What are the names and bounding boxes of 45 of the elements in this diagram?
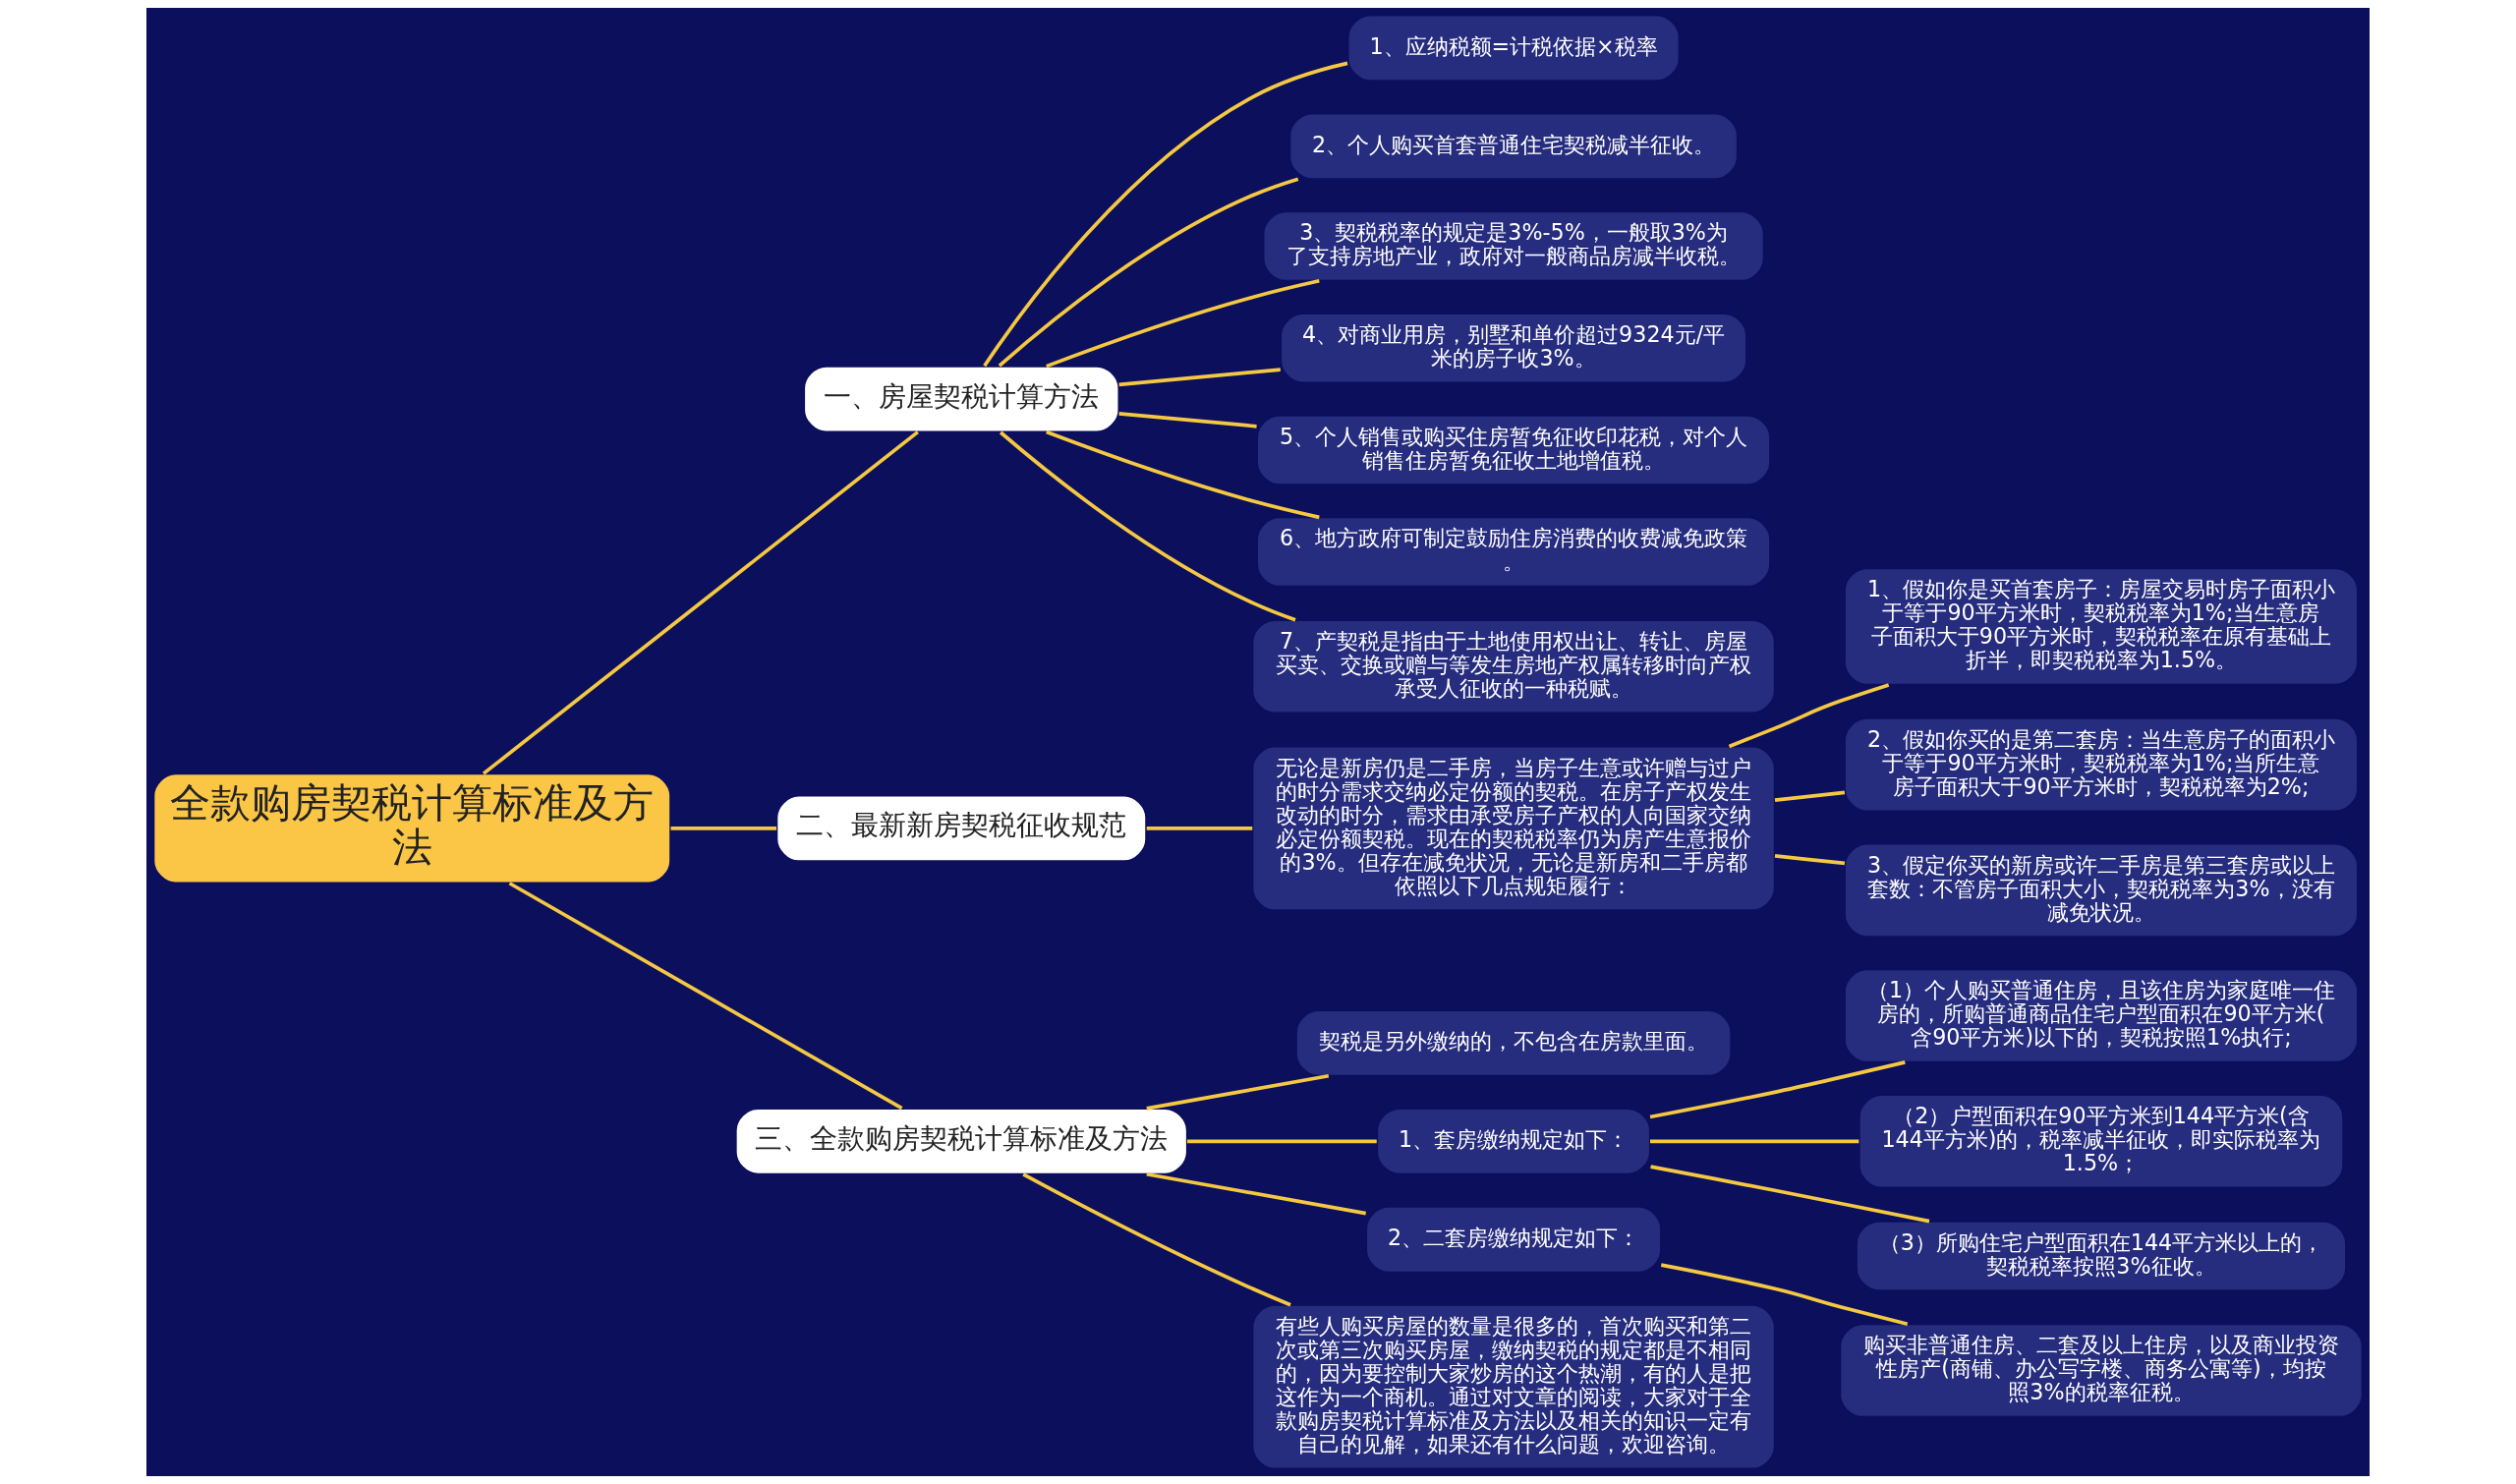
- node-box: 二、最新新房契税征收规范: [775, 794, 1148, 863]
- connector: [508, 882, 903, 1111]
- connector: [670, 827, 776, 830]
- connector: [1660, 1263, 1909, 1327]
- node-box: 6、地方政府可制定鼓励住房消费的收费减免政策。: [1256, 516, 1771, 588]
- node-box: （3）所购住宅户型面积在144平方米以上的，契税税率按照3%征收。: [1856, 1220, 2347, 1292]
- node-box: 1、套房缴纳规定如下：: [1376, 1108, 1651, 1175]
- node-box: 2、假如你买的是第二套房：当生意房子的面积小于等于90平方米时，契税税率为1%;当所生意房子面积大于90平方米时，契税税率为2%;: [1844, 717, 2359, 813]
- node-box: 4、对商业用房，别墅和单价超过9324元/平米的房子收3%。: [1280, 313, 1747, 384]
- connector: [1118, 368, 1281, 387]
- connector: [1022, 1172, 1291, 1307]
- connector: [1118, 411, 1257, 428]
- connector: [999, 430, 1296, 622]
- connector: [1146, 1171, 1367, 1216]
- node-box: （2）户型面积在90平方米到144平方米(含144平方米)的，税率减半征收，即实际税率为1.5%；: [1858, 1094, 2345, 1189]
- connector: [1650, 1139, 1859, 1144]
- node-box: 有些人购买房屋的数量是很多的，首次购买和第二次或第三次购买房屋，缴纳契税的规定都是不相同的，因为要控制大家炒房的这个热潮，有的人是把这作为一个商机。通过对文章的阅读，大家对于全款购房契税计算标准及方法以及相关的知识一定有自己的见解，如果还有什么问题，欢迎咨询。: [1251, 1303, 1776, 1470]
- node-box: 7、产契税是指由于土地使用权出让、转让、房屋买卖、交换或赠与等发生房地产权属转移时向产权承受人征收的一种税赋。: [1251, 619, 1776, 714]
- connector: [1649, 1060, 1906, 1119]
- connector: [1186, 1139, 1377, 1144]
- connector: [983, 61, 1348, 368]
- connector: [1774, 854, 1846, 866]
- node-box: 3、契税税率的规定是3%-5%，一般取3%为了支持房地产业，政府对一般商品房减半收税。: [1262, 210, 1765, 282]
- node-box: 3、假定你买的新房或许二手房是第三套房或以上套数：不管房子面积大小，契税税率为3%，没有减免状况。: [1844, 842, 2359, 938]
- node-box: 1、假如你是买首套房子：房屋交易时房子面积小于等于90平方米时，契税税率为1%;当生意房子面积大于90平方米时，契税税率在原有基础上折半，即契税税率为1.5%。: [1844, 567, 2359, 686]
- node-box: 购买非普通住房、二套及以上住房，以及商业投资性房产(商铺、办公写字楼、商务公寓等)，均按照3%的税率征税。: [1839, 1323, 2364, 1418]
- node-box: 5、个人销售或购买住房暂免征收印花税，对个人销售住房暂免征收土地增值税。: [1256, 414, 1771, 485]
- node-box: 2、二套房缴纳规定如下：: [1365, 1206, 1662, 1274]
- connector: [1146, 827, 1253, 830]
- node-box: 1、应纳税额=计税依据×税率: [1346, 14, 1681, 83]
- node-box: 契税是另外缴纳的，不包含在房款里面。: [1294, 1009, 1733, 1077]
- connector: [1046, 279, 1320, 369]
- connector: [1046, 429, 1320, 520]
- node-box: （1）个人购买普通住房，且该住房为家庭唯一住房的，所购普通商品住宅户型面积在90平方米(含90平方米)以下的，契税按照1%执行;: [1844, 968, 2359, 1063]
- connector: [1650, 1165, 1930, 1224]
- connector: [1774, 790, 1846, 802]
- connector: [1728, 683, 1890, 749]
- connector: [1146, 1073, 1330, 1111]
- node-box: 全款购房契税计算标准及方法: [152, 772, 672, 885]
- node-box: 无论是新房仍是二手房，当房子生意或许赠与过户的时分需求交纳必定份额的契税。在房子产权发生改动的时分，需求由承受房子产权的人向国家交纳必定份额契税。现在的契税税率仍为房产生意报价的3%。但存在减免状况，无论是新房和二手房都依照以下几点规矩履行：: [1251, 745, 1776, 912]
- node-box: 2、个人购买首套普通住宅契税减半征收。: [1288, 112, 1739, 181]
- connector: [998, 177, 1299, 368]
- node-box: 一、房屋契税计算方法: [803, 365, 1120, 433]
- node-box: 三、全款购房契税计算标准及方法: [734, 1108, 1188, 1175]
- connector: [482, 430, 919, 775]
